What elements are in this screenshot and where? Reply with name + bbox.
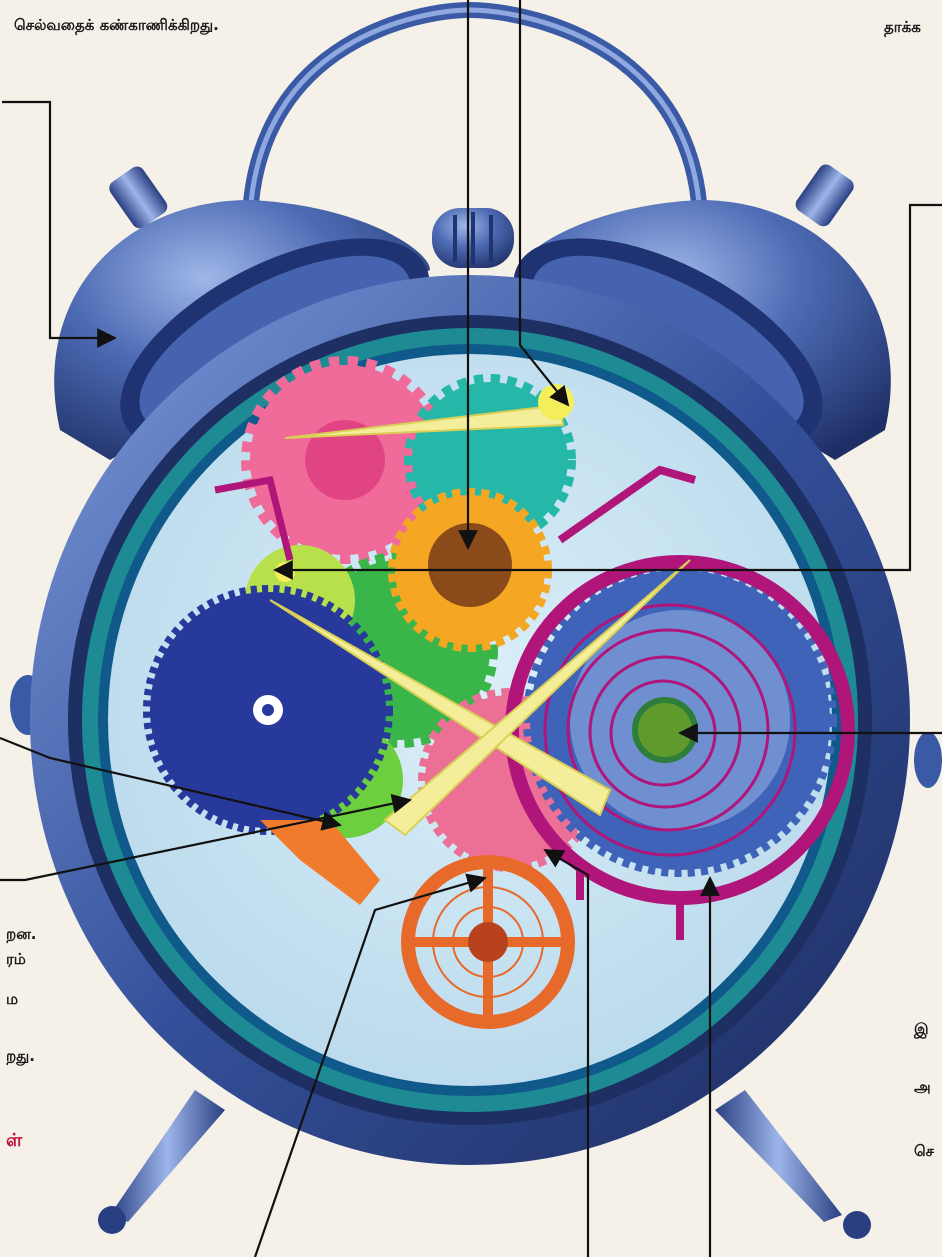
label-left-1: றன.	[6, 925, 36, 943]
label-top-right: தாக்க	[884, 18, 921, 36]
snooze-button	[432, 208, 514, 268]
left-leg	[98, 1090, 225, 1234]
hairspring-center	[635, 700, 695, 760]
right-bell-knob	[793, 161, 857, 229]
label-top-left: செல்வதைக் கண்காணிக்கிறது.	[14, 16, 219, 34]
label-right-3: செ	[914, 1142, 934, 1160]
label-left-3: ம	[6, 990, 18, 1008]
navy-gear	[150, 592, 386, 828]
right-side-knob	[914, 732, 942, 788]
label-right-2: அ	[914, 1078, 931, 1096]
right-leg	[715, 1090, 871, 1239]
label-left-4: றது.	[6, 1047, 35, 1065]
clock-handle	[250, 10, 700, 215]
label-left-2: ரம்	[6, 950, 26, 968]
label-left-red: ள்	[6, 1130, 22, 1152]
label-right-1: இ	[914, 1020, 929, 1038]
